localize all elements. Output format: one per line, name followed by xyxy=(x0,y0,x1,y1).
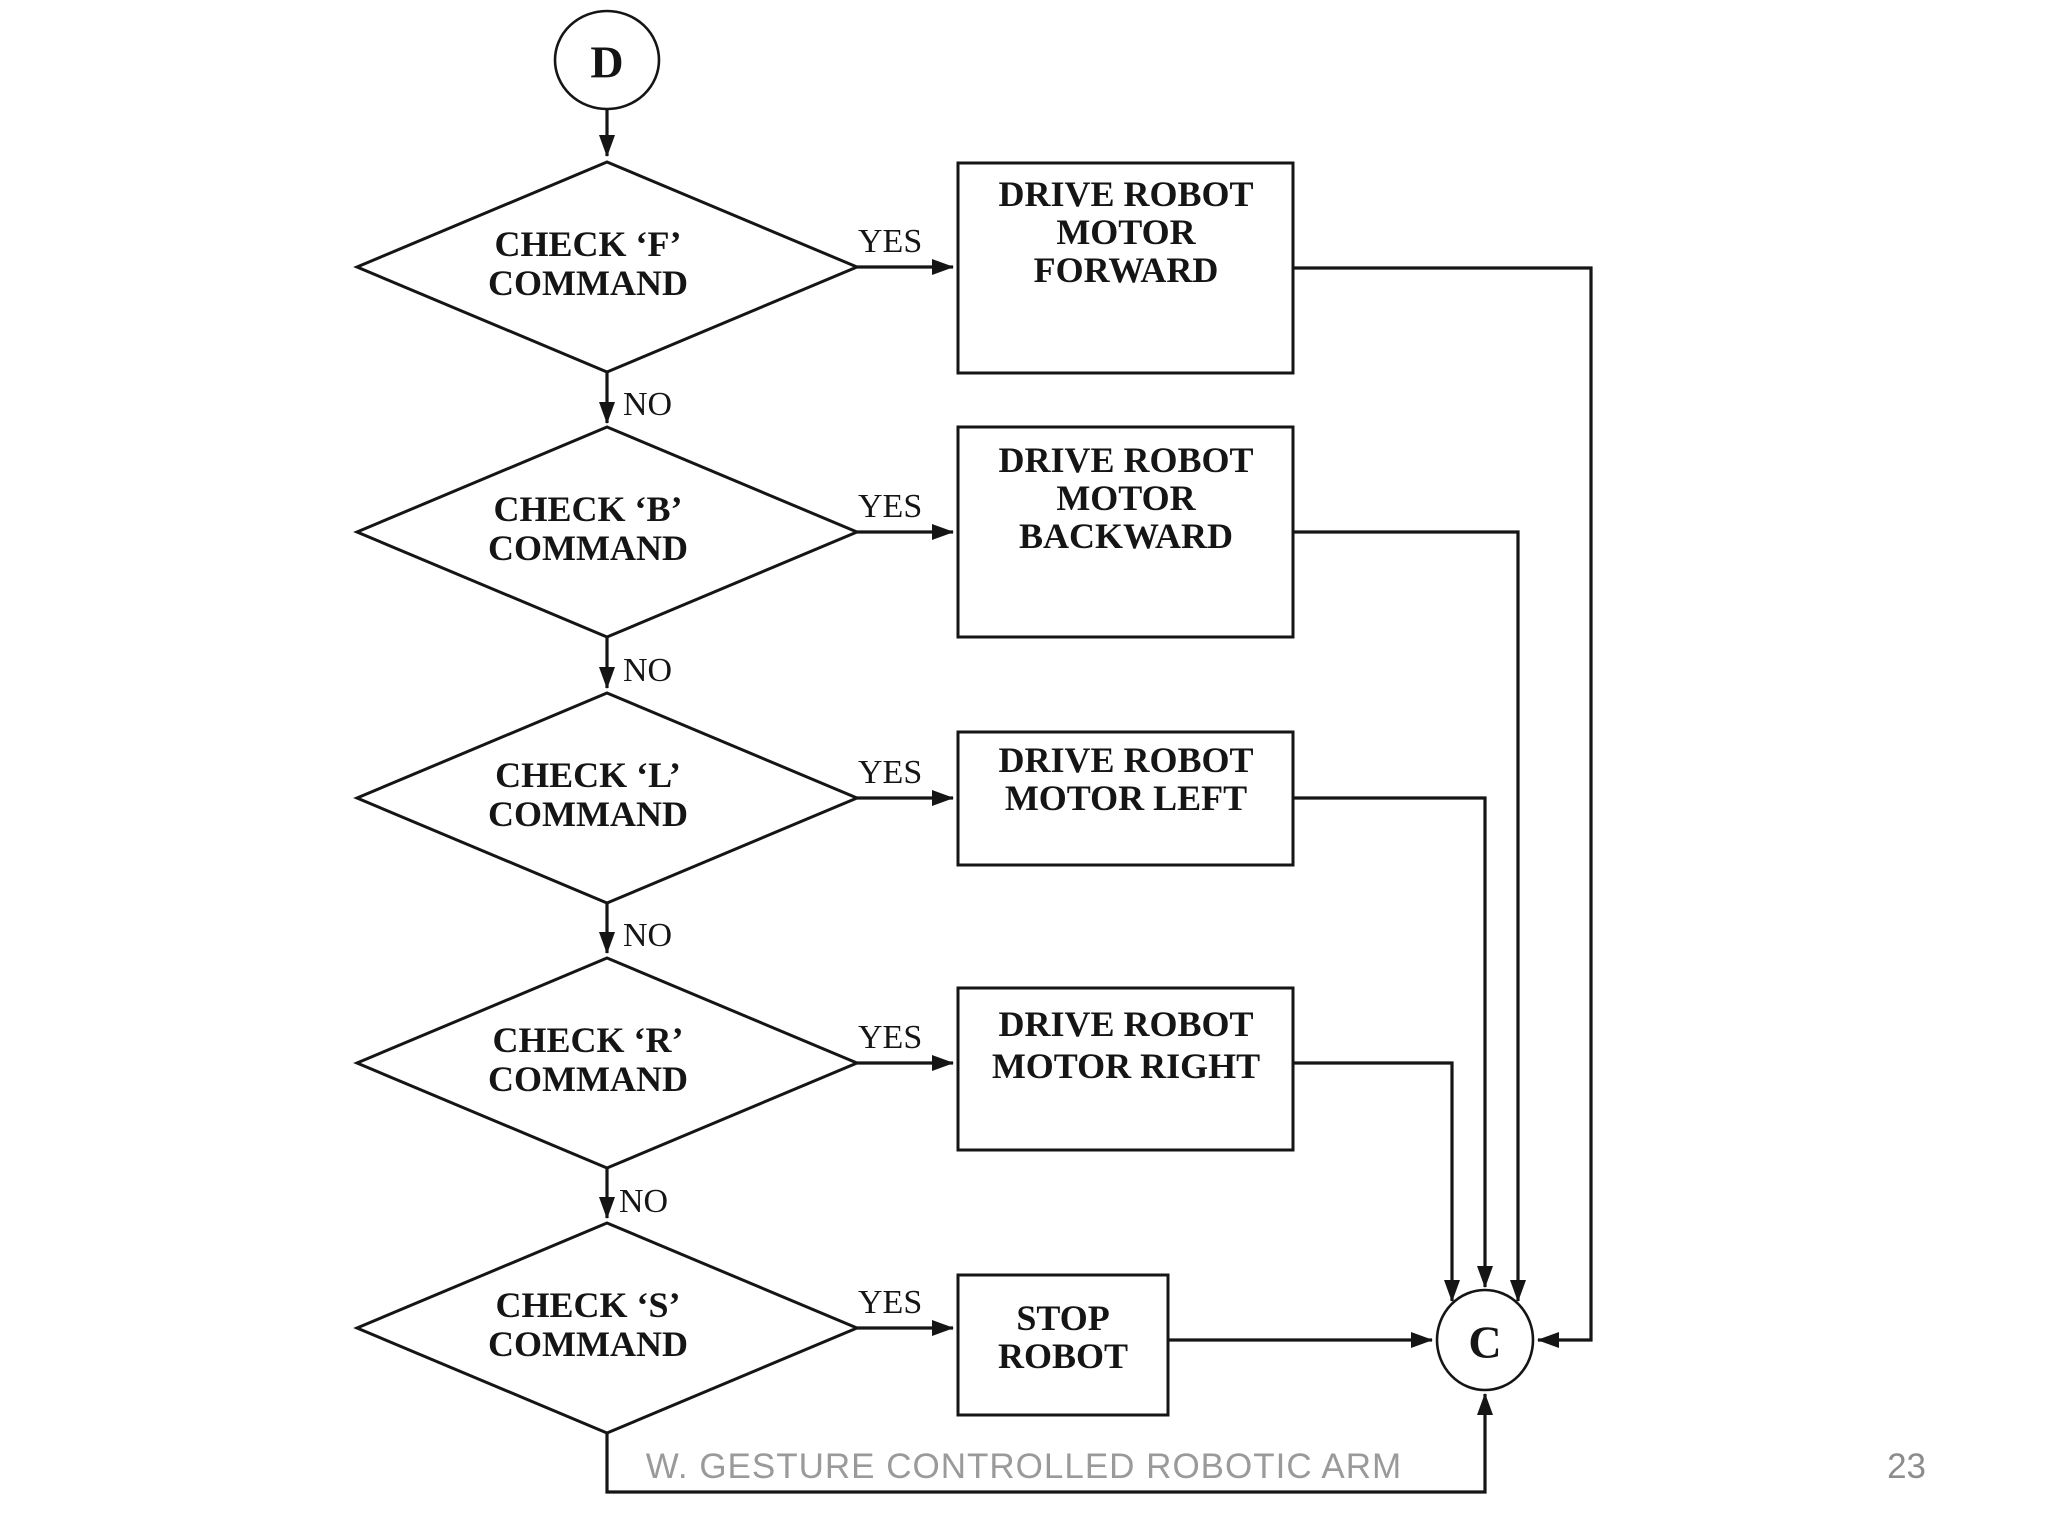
decision-check-l-label-line2: COMMAND xyxy=(488,794,688,834)
decision-check-f-label-line2: COMMAND xyxy=(488,263,688,303)
page-number: 23 xyxy=(1887,1447,1926,1486)
process-stop-box xyxy=(956,1273,1170,1417)
edge-no-loop-to-c xyxy=(605,1393,1493,1494)
footer-text: W. GESTURE CONTROLLED ROBOTIC ARM xyxy=(646,1447,1402,1486)
decision-check-s-label-line2: COMMAND xyxy=(488,1324,688,1364)
process-right-line1: DRIVE ROBOT xyxy=(998,1004,1253,1044)
end-connector-circle xyxy=(1435,1288,1535,1392)
edge-left-to-c xyxy=(1293,796,1493,1288)
process-right-box xyxy=(956,986,1295,1152)
no-label-1: NO xyxy=(623,386,672,423)
yes-label-5: YES xyxy=(858,1284,922,1321)
process-left-line1: DRIVE ROBOT xyxy=(998,740,1253,780)
decision-check-b-diamond xyxy=(353,425,861,639)
edge-forward-to-c xyxy=(1293,266,1593,1348)
decision-check-l-label-line1: CHECK ‘L’ xyxy=(495,755,681,795)
yes-label-4: YES xyxy=(858,1019,922,1056)
process-stop-line1: STOP xyxy=(1016,1298,1109,1338)
yes-label-3: YES xyxy=(858,754,922,791)
decision-check-s-label-line1: CHECK ‘S’ xyxy=(495,1285,680,1325)
end-connector-label: C xyxy=(1468,1317,1501,1368)
process-right-line2: MOTOR RIGHT xyxy=(992,1046,1260,1086)
decision-check-f-diamond xyxy=(353,160,861,374)
process-left-line2: MOTOR LEFT xyxy=(1005,778,1247,818)
decision-check-b-label-line2: COMMAND xyxy=(488,528,688,568)
process-forward-line1: DRIVE ROBOT xyxy=(998,174,1253,214)
edge-backward-to-c xyxy=(1293,530,1526,1302)
yes-label-2: YES xyxy=(858,488,922,525)
decision-check-r-label-line2: COMMAND xyxy=(488,1059,688,1099)
decision-check-r-label-line1: CHECK ‘R’ xyxy=(493,1020,684,1060)
start-connector-circle xyxy=(553,9,661,111)
process-backward-line3: BACKWARD xyxy=(1019,516,1233,556)
process-backward-line1: DRIVE ROBOT xyxy=(998,440,1253,480)
no-label-3: NO xyxy=(623,917,672,954)
start-connector-label: D xyxy=(590,37,623,88)
edge-right-to-c xyxy=(1293,1061,1460,1302)
no-label-4: NO xyxy=(619,1183,668,1220)
no-label-2: NO xyxy=(623,652,672,689)
process-forward-line3: FORWARD xyxy=(1034,250,1219,290)
process-backward-line2: MOTOR xyxy=(1056,478,1196,518)
decision-check-f-label-line1: CHECK ‘F’ xyxy=(495,224,682,264)
yes-label-1: YES xyxy=(858,223,922,260)
process-stop-line2: ROBOT xyxy=(998,1336,1128,1376)
decision-check-b-label-line1: CHECK ‘B’ xyxy=(494,489,683,529)
process-forward-line2: MOTOR xyxy=(1056,212,1196,252)
